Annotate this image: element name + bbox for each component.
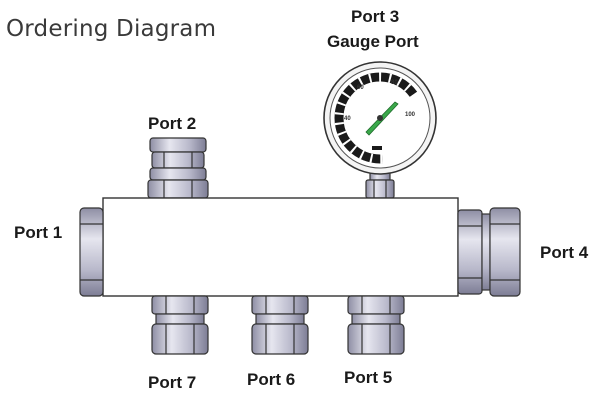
port-2-fitting — [147, 137, 209, 199]
manifold-body — [102, 197, 459, 297]
gauge-scale-label-60: 60 — [357, 85, 364, 91]
port-7-fitting — [151, 295, 209, 355]
port-5-fitting — [347, 295, 405, 355]
gauge-scale-label-40: 40 — [344, 116, 351, 122]
gauge-port-label: Gauge Port — [327, 32, 419, 51]
port-3-label: Port 3 — [351, 7, 399, 26]
diagram-title: Ordering Diagram — [6, 16, 217, 42]
gauge-scale-label-80: 80 — [391, 80, 398, 86]
port-7-label: Port 7 — [148, 373, 196, 392]
port-1-fitting — [79, 207, 104, 297]
port-2-label: Port 2 — [148, 114, 196, 133]
pressure-gauge: 40 60 80 100 — [323, 61, 437, 175]
port-4-label: Port 4 — [540, 243, 589, 262]
port-6-label: Port 6 — [247, 370, 295, 389]
port-5-label: Port 5 — [344, 368, 392, 387]
port-1-label: Port 1 — [14, 223, 62, 242]
port-6-fitting — [251, 295, 309, 355]
port-4-fitting — [457, 207, 521, 297]
gauge-scale-label-100: 100 — [405, 112, 416, 118]
